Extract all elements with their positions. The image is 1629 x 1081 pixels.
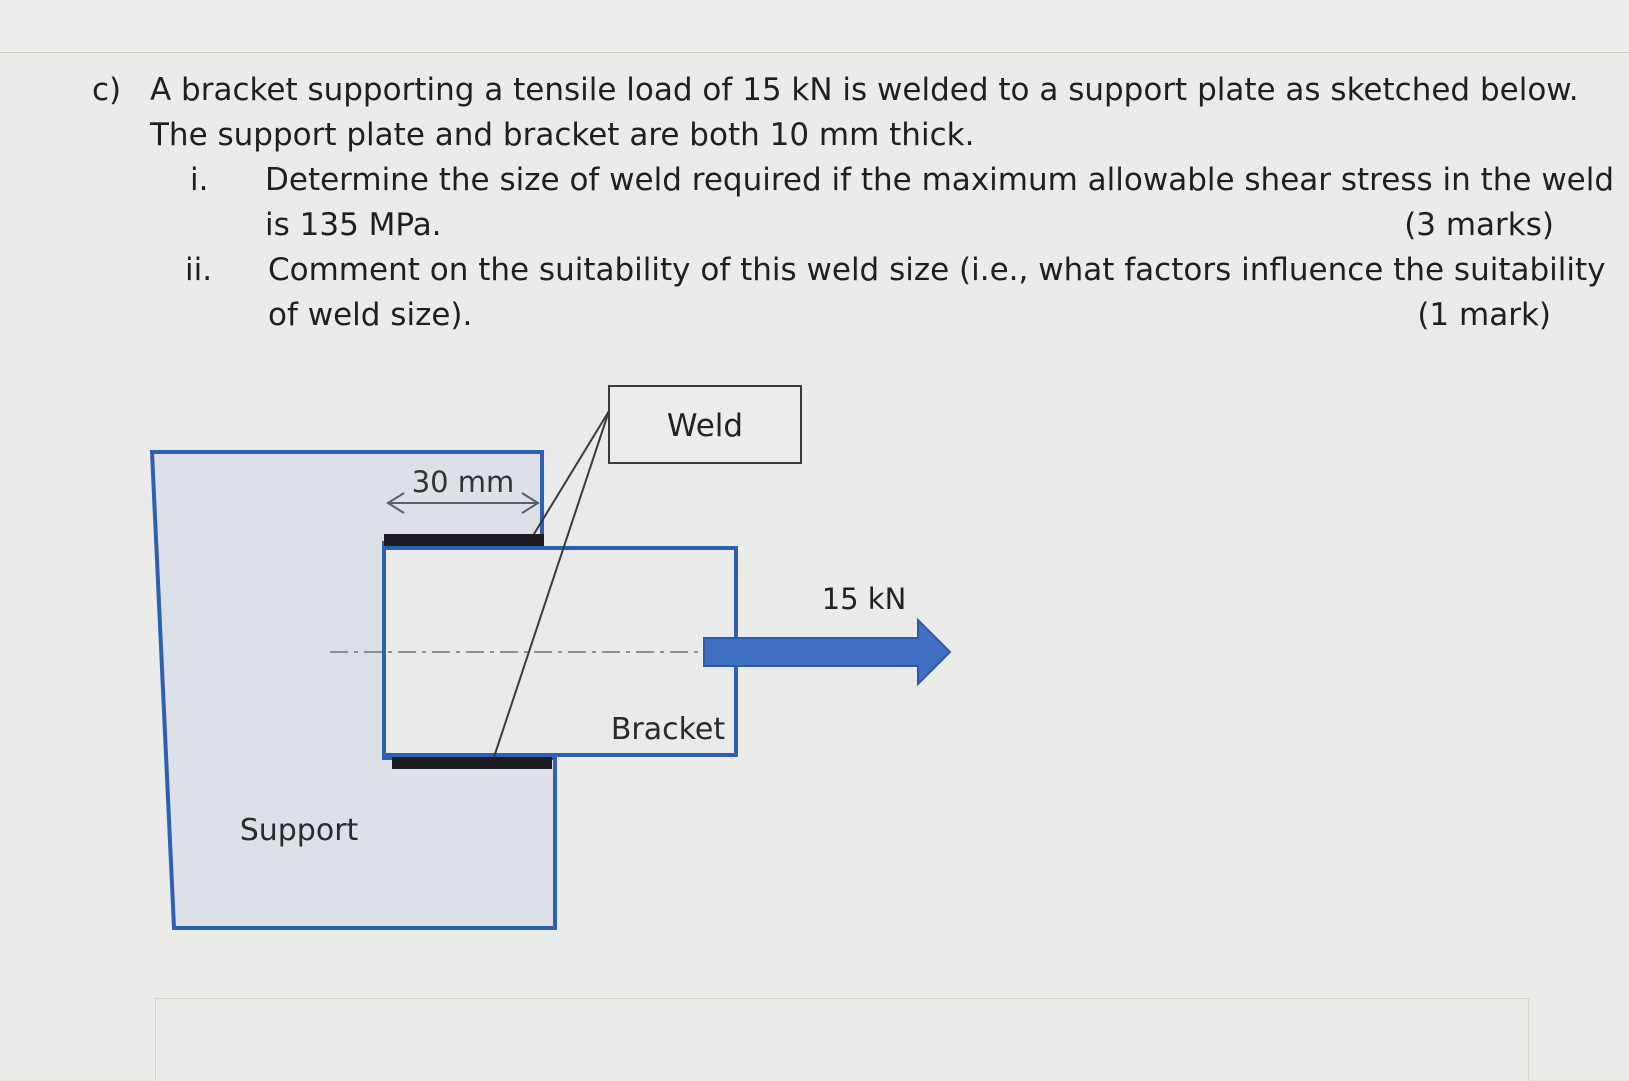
question-letter: c) (92, 72, 122, 108)
part-ii-marks: (1 mark) (1417, 297, 1551, 333)
dimension-arrowhead-right (521, 492, 540, 514)
load-arrow (703, 617, 952, 687)
part-ii-line-2: of weld size). (268, 297, 473, 333)
part-ii-number: ii. (185, 252, 213, 288)
dimension-arrowhead-left (386, 492, 405, 514)
weld-top (384, 534, 544, 546)
part-i-number: i. (190, 162, 209, 198)
weld-leader-top (533, 410, 610, 535)
dimension-label: 30 mm (412, 465, 515, 499)
part-i-marks: (3 marks) (1404, 207, 1554, 243)
question-line-1: A bracket supporting a tensile load of 1… (150, 72, 1579, 108)
support-label: Support (240, 813, 359, 848)
weld-callout-box (608, 385, 802, 464)
load-label: 15 kN (822, 582, 907, 616)
top-bar (0, 0, 1629, 53)
part-i-line-2: is 135 MPa. (265, 207, 442, 243)
weld-leader-bottom (493, 410, 610, 758)
part-i-line-1: Determine the size of weld required if t… (265, 162, 1615, 198)
answer-area (155, 998, 1529, 1081)
weld-label: Weld (667, 408, 743, 444)
part-ii-line-1: Comment on the suitability of this weld … (268, 252, 1606, 288)
bracket-label: Bracket (611, 712, 726, 747)
question-line-2: The support plate and bracket are both 1… (150, 117, 975, 153)
weld-bottom (392, 757, 552, 769)
support-plate (149, 450, 557, 930)
